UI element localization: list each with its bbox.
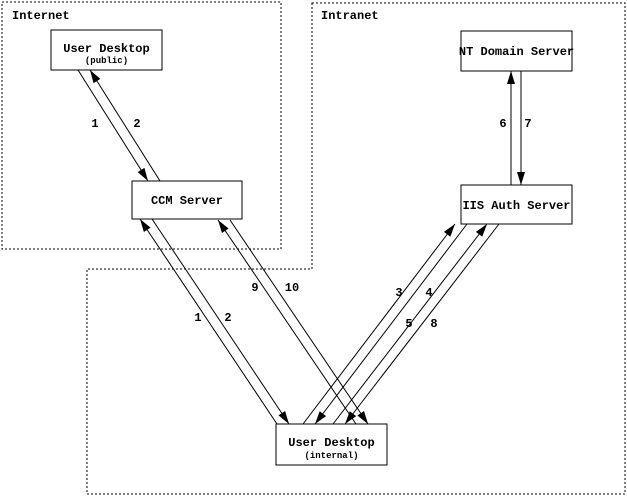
node-label-user-desktop-internal: User Desktop: [288, 436, 374, 450]
node-label-ccm-server: CCM Server: [151, 194, 223, 208]
node-label-nt-domain-server: NT Domain Server: [459, 45, 574, 59]
node-sublabel-user-desktop-public: (public): [85, 56, 128, 66]
edge-label-step-8: 8: [430, 317, 437, 331]
edge-label-step-1: 1: [194, 311, 201, 325]
edge-line-step-2: [151, 218, 290, 425]
edge-label-step-9: 9: [251, 281, 258, 295]
node-label-user-desktop-public: User Desktop: [63, 42, 149, 56]
node-label-iis-auth-server: IIS Auth Server: [462, 199, 570, 213]
edge-label-step-6: 6: [499, 117, 506, 131]
arrowhead-step-1: [140, 219, 151, 233]
zone-border-intranet: [86, 2, 626, 495]
edge-label-step-1: 1: [91, 117, 98, 131]
arrowhead-step-6: [507, 71, 515, 84]
arrowhead-step-9: [218, 220, 229, 234]
edge-line-step-4: [314, 223, 468, 425]
node-ccm-server: [131, 180, 243, 220]
zone-border-internet: [1, 1, 282, 250]
edge-label-step-5: 5: [405, 317, 412, 331]
zone-label-intranet: Intranet: [321, 9, 379, 23]
arrowhead-step-3: [443, 224, 455, 237]
arrowhead-step-2: [90, 70, 101, 84]
node-user-desktop-internal: [275, 423, 388, 466]
edge-label-step-7: 7: [524, 117, 531, 131]
node-user-desktop-public: [50, 29, 163, 71]
edge-label-step-2: 2: [224, 311, 231, 325]
arrowhead-step-2: [278, 410, 289, 424]
edge-line-step-8: [344, 223, 500, 425]
edge-line-step-2: [89, 69, 161, 182]
arrowhead-step-8: [345, 411, 357, 424]
edge-label-step-10: 10: [285, 281, 299, 295]
node-nt-domain-server: [460, 30, 573, 72]
edge-label-step-2: 2: [133, 117, 140, 131]
arrowhead-step-10: [357, 410, 368, 424]
edge-line-step-5: [332, 223, 488, 425]
arrowhead-step-4: [315, 411, 327, 424]
zone-label-internet: Internet: [12, 9, 70, 23]
edge-label-step-3: 3: [395, 286, 402, 300]
node-sublabel-user-desktop-internal: (internal): [304, 451, 358, 461]
edge-line-step-9: [217, 219, 357, 425]
edge-line-step-10: [229, 219, 369, 425]
edge-line-step-3: [302, 223, 456, 425]
edge-line-step-1: [77, 69, 149, 182]
edge-line-step-1: [139, 218, 278, 425]
arrowhead-step-7: [517, 172, 525, 185]
arrowhead-step-5: [475, 224, 487, 237]
node-iis-auth-server: [460, 184, 573, 225]
edge-label-step-4: 4: [425, 286, 432, 300]
arrowhead-step-1: [137, 167, 148, 181]
